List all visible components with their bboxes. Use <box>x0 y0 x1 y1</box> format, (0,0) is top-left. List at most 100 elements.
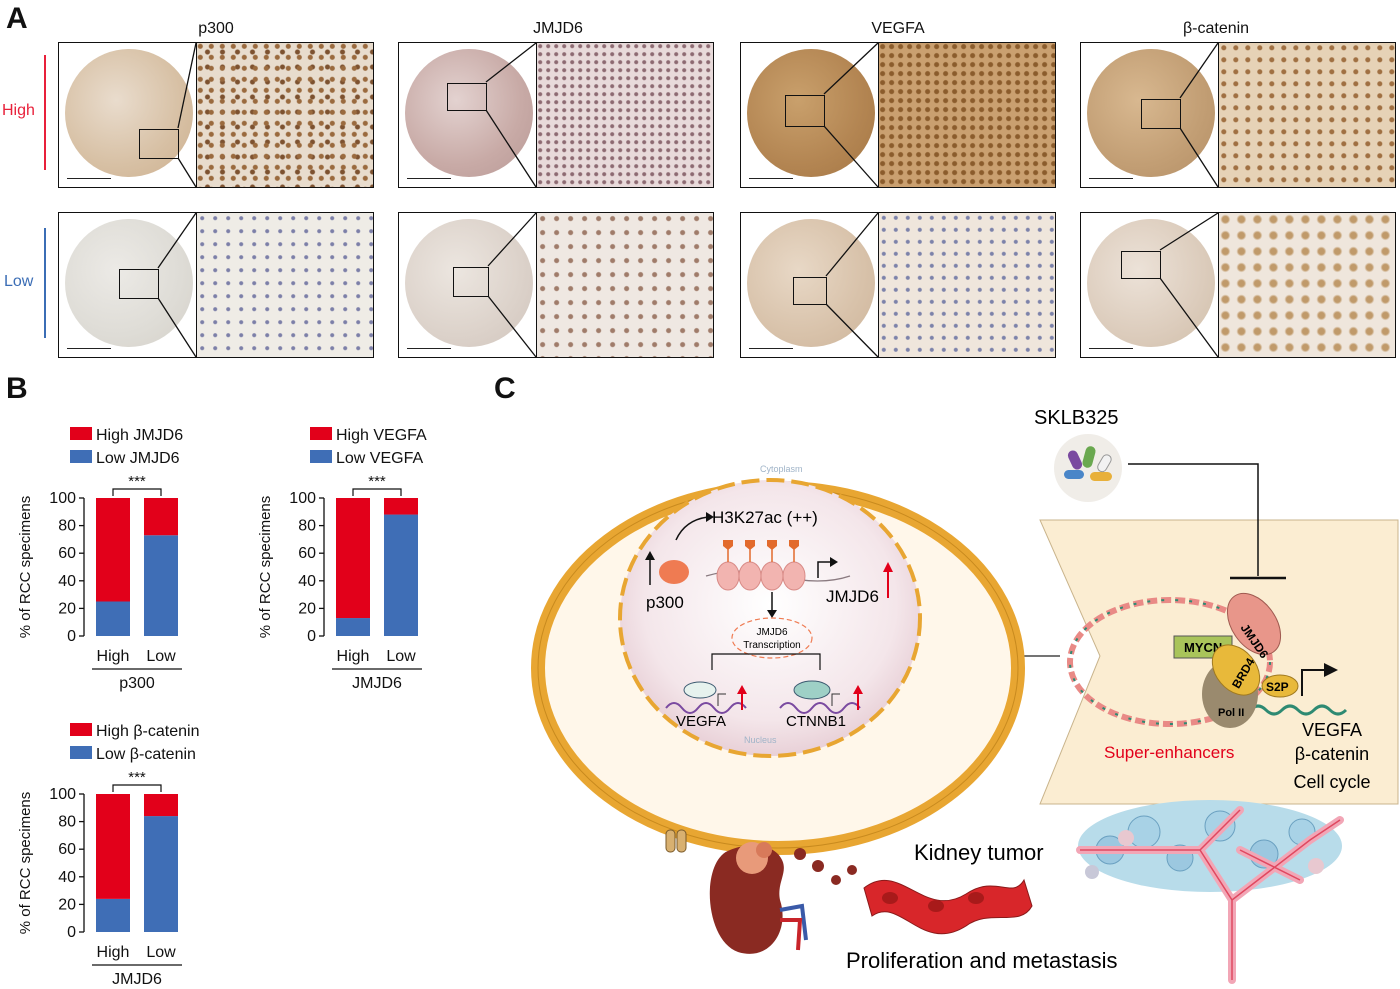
high-row-bar <box>44 55 46 170</box>
significance-bracket <box>352 488 402 496</box>
legend-swatch-high <box>70 427 92 440</box>
legend-label-high: High JMJD6 <box>96 427 183 444</box>
y-tick-label: 40 <box>298 573 316 590</box>
bar-low-low <box>144 816 178 932</box>
y-tick-label: 0 <box>307 628 316 645</box>
y-tick-label: 100 <box>49 490 76 507</box>
bar-low-high <box>96 898 130 932</box>
x-tick-label: Low <box>386 648 416 665</box>
ihc-vegfa-low <box>740 212 1056 358</box>
p300-label: p300 <box>646 593 684 612</box>
y-tick-label: 60 <box>58 841 76 858</box>
legend-swatch-high <box>310 427 332 440</box>
cytoplasm-label: Cytoplasm <box>760 464 803 474</box>
significance-bracket <box>112 488 162 496</box>
y-tick-label: 100 <box>289 490 316 507</box>
nucleosome-array <box>705 540 851 591</box>
drug-label: SKLB325 <box>1034 407 1119 429</box>
y-axis-label: % of RCC specimens <box>17 496 34 639</box>
zoom-connector-lines <box>157 42 1219 358</box>
ctnnb1-gene-label: CTNNB1 <box>786 713 846 730</box>
bar-high-low <box>144 498 178 536</box>
row-label-high: High <box>2 102 35 119</box>
column-title-vegfa: VEGFA <box>871 20 925 37</box>
bar-low-high <box>96 601 130 636</box>
y-tick-label: 0 <box>67 628 76 645</box>
transcription-label-1: JMJD6 <box>756 627 788 638</box>
y-tick-label: 40 <box>58 573 76 590</box>
legend-label-low: Low VEGFA <box>336 450 423 467</box>
x-tick-label: Low <box>146 648 176 665</box>
blood-vessel-illustration <box>863 878 1033 935</box>
output-beta-catenin: β-catenin <box>1295 744 1369 764</box>
significance-label: *** <box>368 473 386 490</box>
group-label: p300 <box>119 675 155 692</box>
mycn-label: MYCN <box>1184 640 1222 655</box>
jmjd6-protein <box>1226 592 1282 656</box>
y-tick-label: 40 <box>58 869 76 886</box>
jmjd6-gene-label: JMJD6 <box>826 587 879 606</box>
panel-c-schematic: Cytoplasm Nucleus p300 H3K27ac (++) JMJD <box>531 407 1399 984</box>
tumor-microenvironment-illustration <box>1076 800 1344 984</box>
y-tick-label: 80 <box>58 814 76 831</box>
x-tick-label: High <box>337 648 370 665</box>
output-cell-cycle: Cell cycle <box>1293 772 1370 792</box>
y-tick-label: 0 <box>67 924 76 941</box>
low-row-bar <box>44 228 46 338</box>
ihc-vegfa-high <box>740 42 1056 188</box>
s2p-protein <box>1261 674 1299 698</box>
y-axis-label: % of RCC specimens <box>17 792 34 935</box>
y-tick-label: 60 <box>58 545 76 562</box>
y-tick-label: 80 <box>58 518 76 535</box>
legend-swatch-high <box>70 723 92 736</box>
ihc-p300-high <box>58 42 374 188</box>
nucleus-label: Nucleus <box>744 735 777 745</box>
kidney-tumor-illustration <box>709 842 857 954</box>
super-enhancers-label: Super-enhancers <box>1104 743 1234 762</box>
group-label: JMJD6 <box>112 971 162 988</box>
membrane-channel-icon <box>665 829 687 853</box>
h3k27ac-label: H3K27ac (++) <box>712 508 818 527</box>
y-tick-label: 60 <box>298 545 316 562</box>
column-title-jmjd6: JMJD6 <box>533 20 583 37</box>
bar-high-high <box>96 794 130 899</box>
legend-label-high: High β-catenin <box>96 723 199 740</box>
bar-high-high <box>96 498 130 602</box>
group-label: JMJD6 <box>352 675 402 692</box>
drug-pills-icon <box>1054 434 1122 502</box>
s2p-label: S2P <box>1266 680 1289 694</box>
brd4-protein <box>1211 644 1261 696</box>
bar-high-high <box>336 498 370 619</box>
output-vegfa: VEGFA <box>1302 720 1362 740</box>
legend-label-low: Low JMJD6 <box>96 450 180 467</box>
panel-label-a: A <box>6 2 28 35</box>
chromatin-loop <box>1067 597 1348 727</box>
x-tick-label: Low <box>146 944 176 961</box>
significance-label: *** <box>128 769 146 786</box>
y-tick-label: 20 <box>58 600 76 617</box>
y-tick-label: 20 <box>58 896 76 913</box>
panel-label-c: C <box>494 372 516 405</box>
legend-label-high: High VEGFA <box>336 427 427 444</box>
legend-label-low: Low β-catenin <box>96 746 196 763</box>
y-tick-label: 80 <box>298 518 316 535</box>
ihc-beta-catenin-high <box>1080 42 1396 188</box>
kidney-tumor-label: Kidney tumor <box>914 840 1044 865</box>
outcome-label: Proliferation and metastasis <box>846 948 1117 973</box>
significance-bracket <box>112 784 162 792</box>
bar-high-low <box>384 498 418 515</box>
column-title-p300: p300 <box>198 20 234 37</box>
y-axis-label: % of RCC specimens <box>257 496 274 639</box>
y-tick-label: 100 <box>49 786 76 803</box>
y-tick-label: 20 <box>298 600 316 617</box>
bar-low-low <box>144 535 178 636</box>
ctnnb1-gene-locus <box>779 680 863 714</box>
transcription-label-2: Transcription <box>743 640 800 651</box>
legend-swatch-low <box>70 450 92 463</box>
significance-label: *** <box>128 473 146 490</box>
legend-swatch-low <box>310 450 332 463</box>
ihc-p300-low <box>58 212 374 358</box>
stacked-bar-chart-vegfa: High VEGFA Low VEGFA 0 20 40 60 80 100 % of RCC … <box>257 427 427 692</box>
